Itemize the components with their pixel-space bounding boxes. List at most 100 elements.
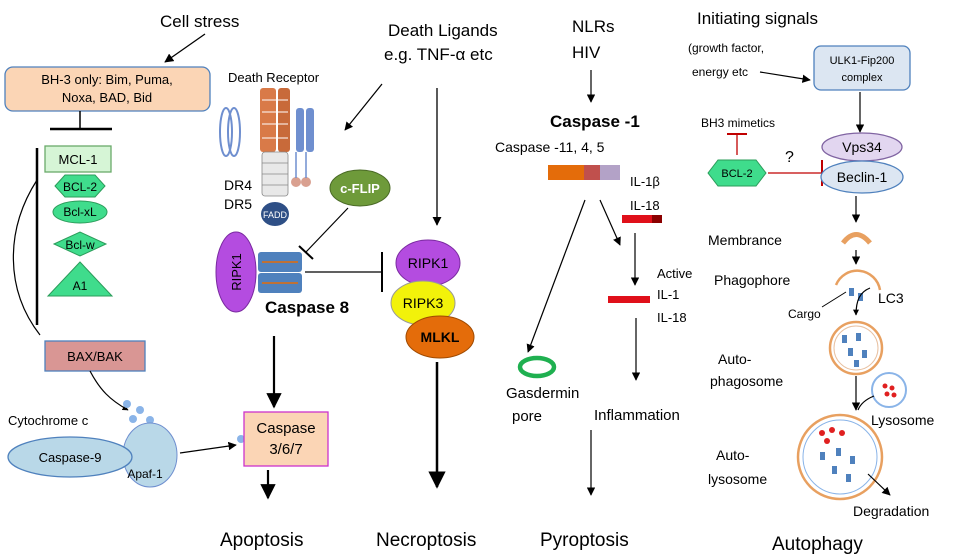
caspase367-box [243,411,329,467]
death-receptor-label: Death Receptor [228,70,320,85]
caspase367-line2: 3/6/7 [269,441,302,458]
autolysosome-enzyme [819,430,825,436]
signals-to-ulk1-arrow [759,71,811,83]
autophagy-label: Autophagy [772,534,863,555]
autolysosome-cargo [820,452,825,460]
apoptosis-label: Apoptosis [220,530,303,551]
phagophore-to-autophagosome-arrow [853,287,871,316]
autolysosome-to-degradation-arrow [867,473,891,496]
lysosome-enzyme [889,385,895,391]
il1b-label: IL-1β [630,174,660,189]
caspase1-label: Caspase -1 [550,112,640,131]
lysosome-enzyme [884,391,890,397]
death-ligands-line2: e.g. TNF-α etc [384,45,493,64]
ulk1-complex-box [813,45,911,91]
autophagosome-line2: phagosome [710,373,783,389]
caspase1-to-gasdermin-arrow [526,199,586,353]
ulk1-line1: ULK1-Fip200 [830,55,895,67]
death-ligands-line1: Death Ligands [388,21,498,40]
receptor-orange-domain [278,88,290,152]
receptor-tail-dot [291,177,301,187]
ripk3-label: RIPK3 [403,295,444,311]
autolysosome-line1: Auto- [716,447,750,463]
autolysosome-enzyme [824,438,830,444]
lysosome-circle [871,372,907,408]
initiating-sub-line1: (growth factor, [688,41,764,55]
receptor-tail-dot [301,177,311,187]
bh3-only-line2: Noxa, BAD, Bid [62,90,152,105]
autolysosome-cargo [850,456,855,464]
bh3-mimetics-label: BH3 mimetics [701,116,775,130]
autolysosome-cargo [832,466,837,474]
bax-bak-box [44,340,146,372]
autolysosome-line2: lysosome [708,471,767,487]
hiv-label: HIV [572,43,601,62]
cytochrome-dot [146,416,154,424]
apoptosis-column: Cell stress BH-3 only: Bim, Puma, Noxa, … [4,12,329,551]
caspase8-label: Caspase 8 [265,298,349,317]
caspase9-ellipse [7,436,133,478]
autophagosome-cargo [842,335,847,343]
lc3-label: LC3 [878,290,904,306]
autolysosome-cargo [846,474,851,482]
caspase1-to-il-arrow [599,199,621,246]
active-il1-label: IL-1 [657,287,679,302]
question-mark: ? [785,149,794,166]
lysosome-label: Lysosome [871,412,935,428]
bclw-label: Bcl-w [65,238,95,252]
degradation-label: Degradation [853,503,929,519]
autophagosome-cargo [862,350,867,358]
cflip-inhibit-line [305,207,349,253]
gasdermin-pore-ring [517,355,557,379]
ulk1-line2: complex [842,72,883,84]
cflip-label: c-FLIP [340,181,380,196]
bclw-diamond [52,231,108,257]
ripk1-left-label: RIPK1 [229,253,244,291]
autolysosome-cargo [836,448,841,456]
pore-label: pore [512,408,542,425]
ripk1-label: RIPK1 [408,255,449,271]
pyroptosis-column: NLRs HIV Caspase -1 Caspase -11, 4, 5 IL… [495,17,692,551]
ripk1-left-ellipse [215,231,257,313]
fadd-ellipse [261,202,289,226]
mcl1-box [44,145,112,173]
cytochrome-c-label: Cytochrome c [8,413,89,428]
caspase-11-4-5-label: Caspase -11, 4, 5 [495,139,605,155]
bh3-only-line1: BH-3 only: Bim, Puma, [41,72,173,87]
baxbak-to-cytc-arrow [89,370,129,411]
bcl2-hexagon [54,174,106,198]
fadd-label: FADD [263,210,288,220]
cargo-pointer [821,291,847,308]
autophagy-bcl2-label: BCL-2 [721,168,752,180]
phagophore-arc [834,269,882,291]
mlkl-label: MLKL [421,329,460,345]
initiating-sub-line2: energy etc [692,65,748,79]
autophagy-column: Initiating signals (growth factor, energ… [688,9,935,555]
membrane-arc [841,232,872,245]
receptor-blue-domain [306,108,314,152]
active-il18-label: IL-18 [657,310,687,325]
autophagosome-cargo [856,333,861,341]
caspase-bar-purple [600,165,620,180]
bclxl-ellipse [52,200,108,224]
a1-triangle [46,261,114,297]
caspase-bar-orange [548,165,584,180]
apaf1-to-caspase367-arrow [179,441,237,454]
active-il-bar [608,296,650,303]
bax-bak-label: BAX/BAK [67,349,123,364]
beclin1-ellipse [820,160,904,194]
ligand-to-receptor-arrow [344,83,383,131]
cargo-label: Cargo [788,307,821,321]
vps34-label: Vps34 [842,139,882,155]
mcl1-label: MCL-1 [58,152,97,167]
a1-label: A1 [73,279,88,293]
lysosome-fusion-arrow [857,395,875,411]
il18-top-label: IL-18 [630,198,660,213]
autophagy-bcl2-hexagon [707,159,767,187]
inflammation-label: Inflammation [594,407,680,424]
caspase9-label: Caspase-9 [39,450,102,465]
mlkl-ellipse [405,315,475,359]
bcl-family-curve [12,179,41,336]
gasdermin-label: Gasdermin [506,385,579,402]
